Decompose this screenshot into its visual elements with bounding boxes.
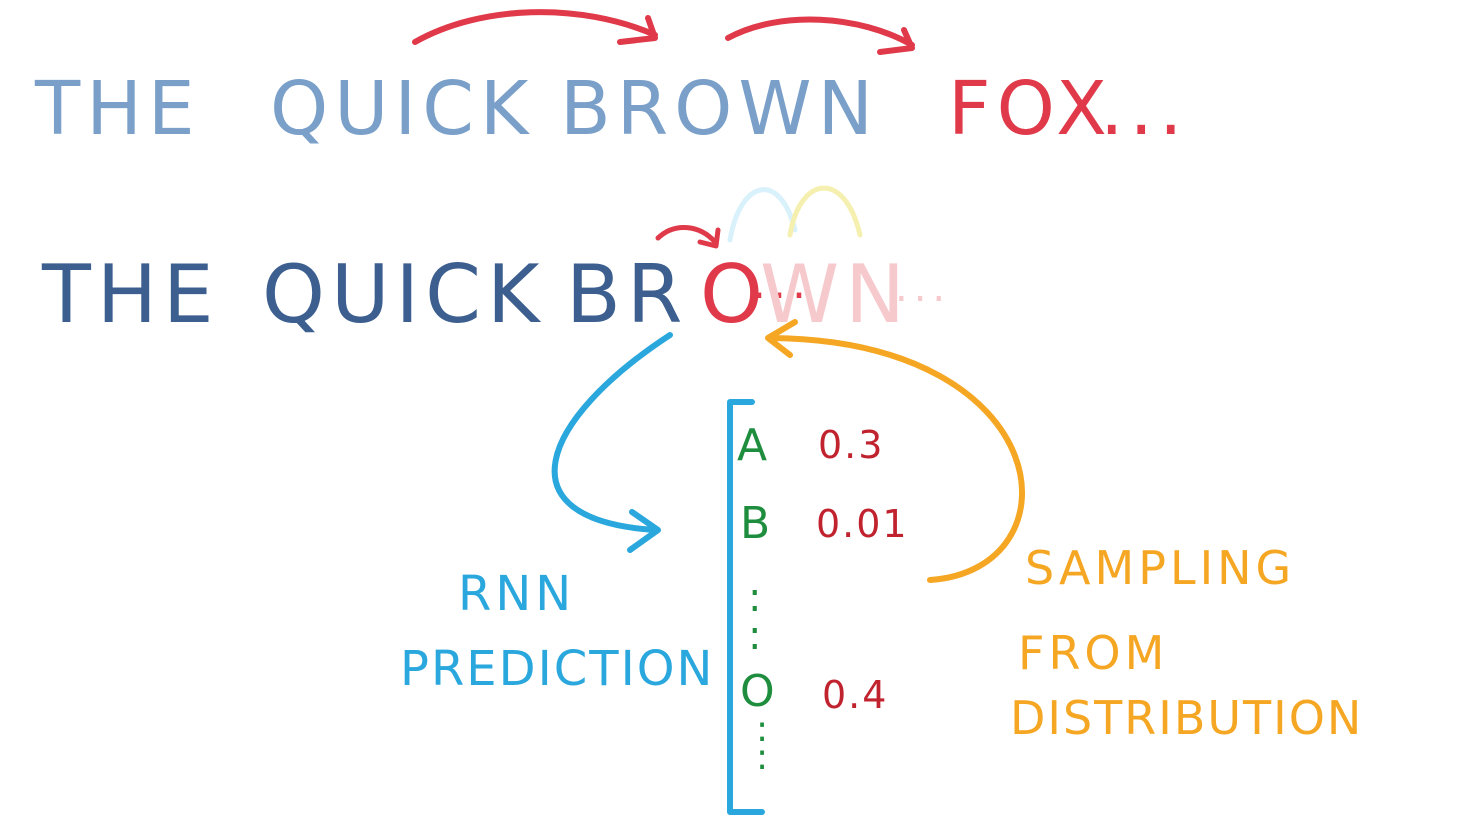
line2-current-char: O	[700, 248, 769, 341]
arrow-rnn-prediction	[551, 332, 673, 533]
dist-prob-b: 0.01	[816, 502, 909, 546]
label-rnn: RNN	[458, 566, 576, 622]
dist-dots-3: :	[756, 709, 769, 750]
line2-pending-ellipsis: ...	[752, 258, 812, 309]
line2-faded-ellipsis: ...	[895, 265, 952, 311]
label-prediction: PREDICTION	[400, 641, 715, 697]
dist-dots-4: :	[756, 737, 769, 778]
line1-word-quick: QUICK	[270, 66, 535, 152]
line2-partial-word: BR	[566, 248, 689, 341]
arrowhead-quick-to-brown	[617, 15, 658, 45]
line1-word-the: THE	[35, 66, 201, 152]
distribution-bracket	[727, 399, 765, 815]
line1-ellipsis: ...	[1100, 66, 1189, 152]
dist-char-b: B	[740, 498, 771, 549]
dist-prob-a: 0.3	[818, 423, 885, 467]
dist-char-a: A	[737, 420, 768, 471]
line2-faded-suffix: WN	[760, 248, 911, 341]
line2-word-the: THE	[42, 248, 220, 341]
line1-word-brown: BROWN	[560, 66, 879, 152]
dist-prob-o: 0.4	[822, 673, 889, 717]
arrowhead-brown-to-fox	[877, 27, 915, 55]
label-from: FROM	[1018, 626, 1169, 680]
dist-dots-1: :	[748, 575, 762, 621]
line1-predicted-word: FOX	[948, 66, 1113, 152]
label-distribution: DISTRIBUTION	[1010, 691, 1364, 745]
arrow-r-to-o	[655, 224, 718, 245]
faded-arrow-1	[727, 187, 798, 243]
arrow-quick-to-brown	[412, 9, 658, 45]
arrowhead-rnn-prediction	[627, 509, 661, 553]
label-sampling: SAMPLING	[1025, 541, 1296, 595]
line2-word-quick: QUICK	[262, 248, 546, 341]
faded-arrow-2	[787, 185, 863, 238]
dist-char-o: O	[740, 666, 775, 717]
arrow-brown-to-fox	[725, 16, 915, 48]
dist-dots-2: :	[748, 613, 762, 659]
arrowhead-r-to-o	[697, 227, 721, 249]
arrow-sampling	[767, 335, 1025, 583]
arrowhead-sampling	[765, 319, 798, 358]
